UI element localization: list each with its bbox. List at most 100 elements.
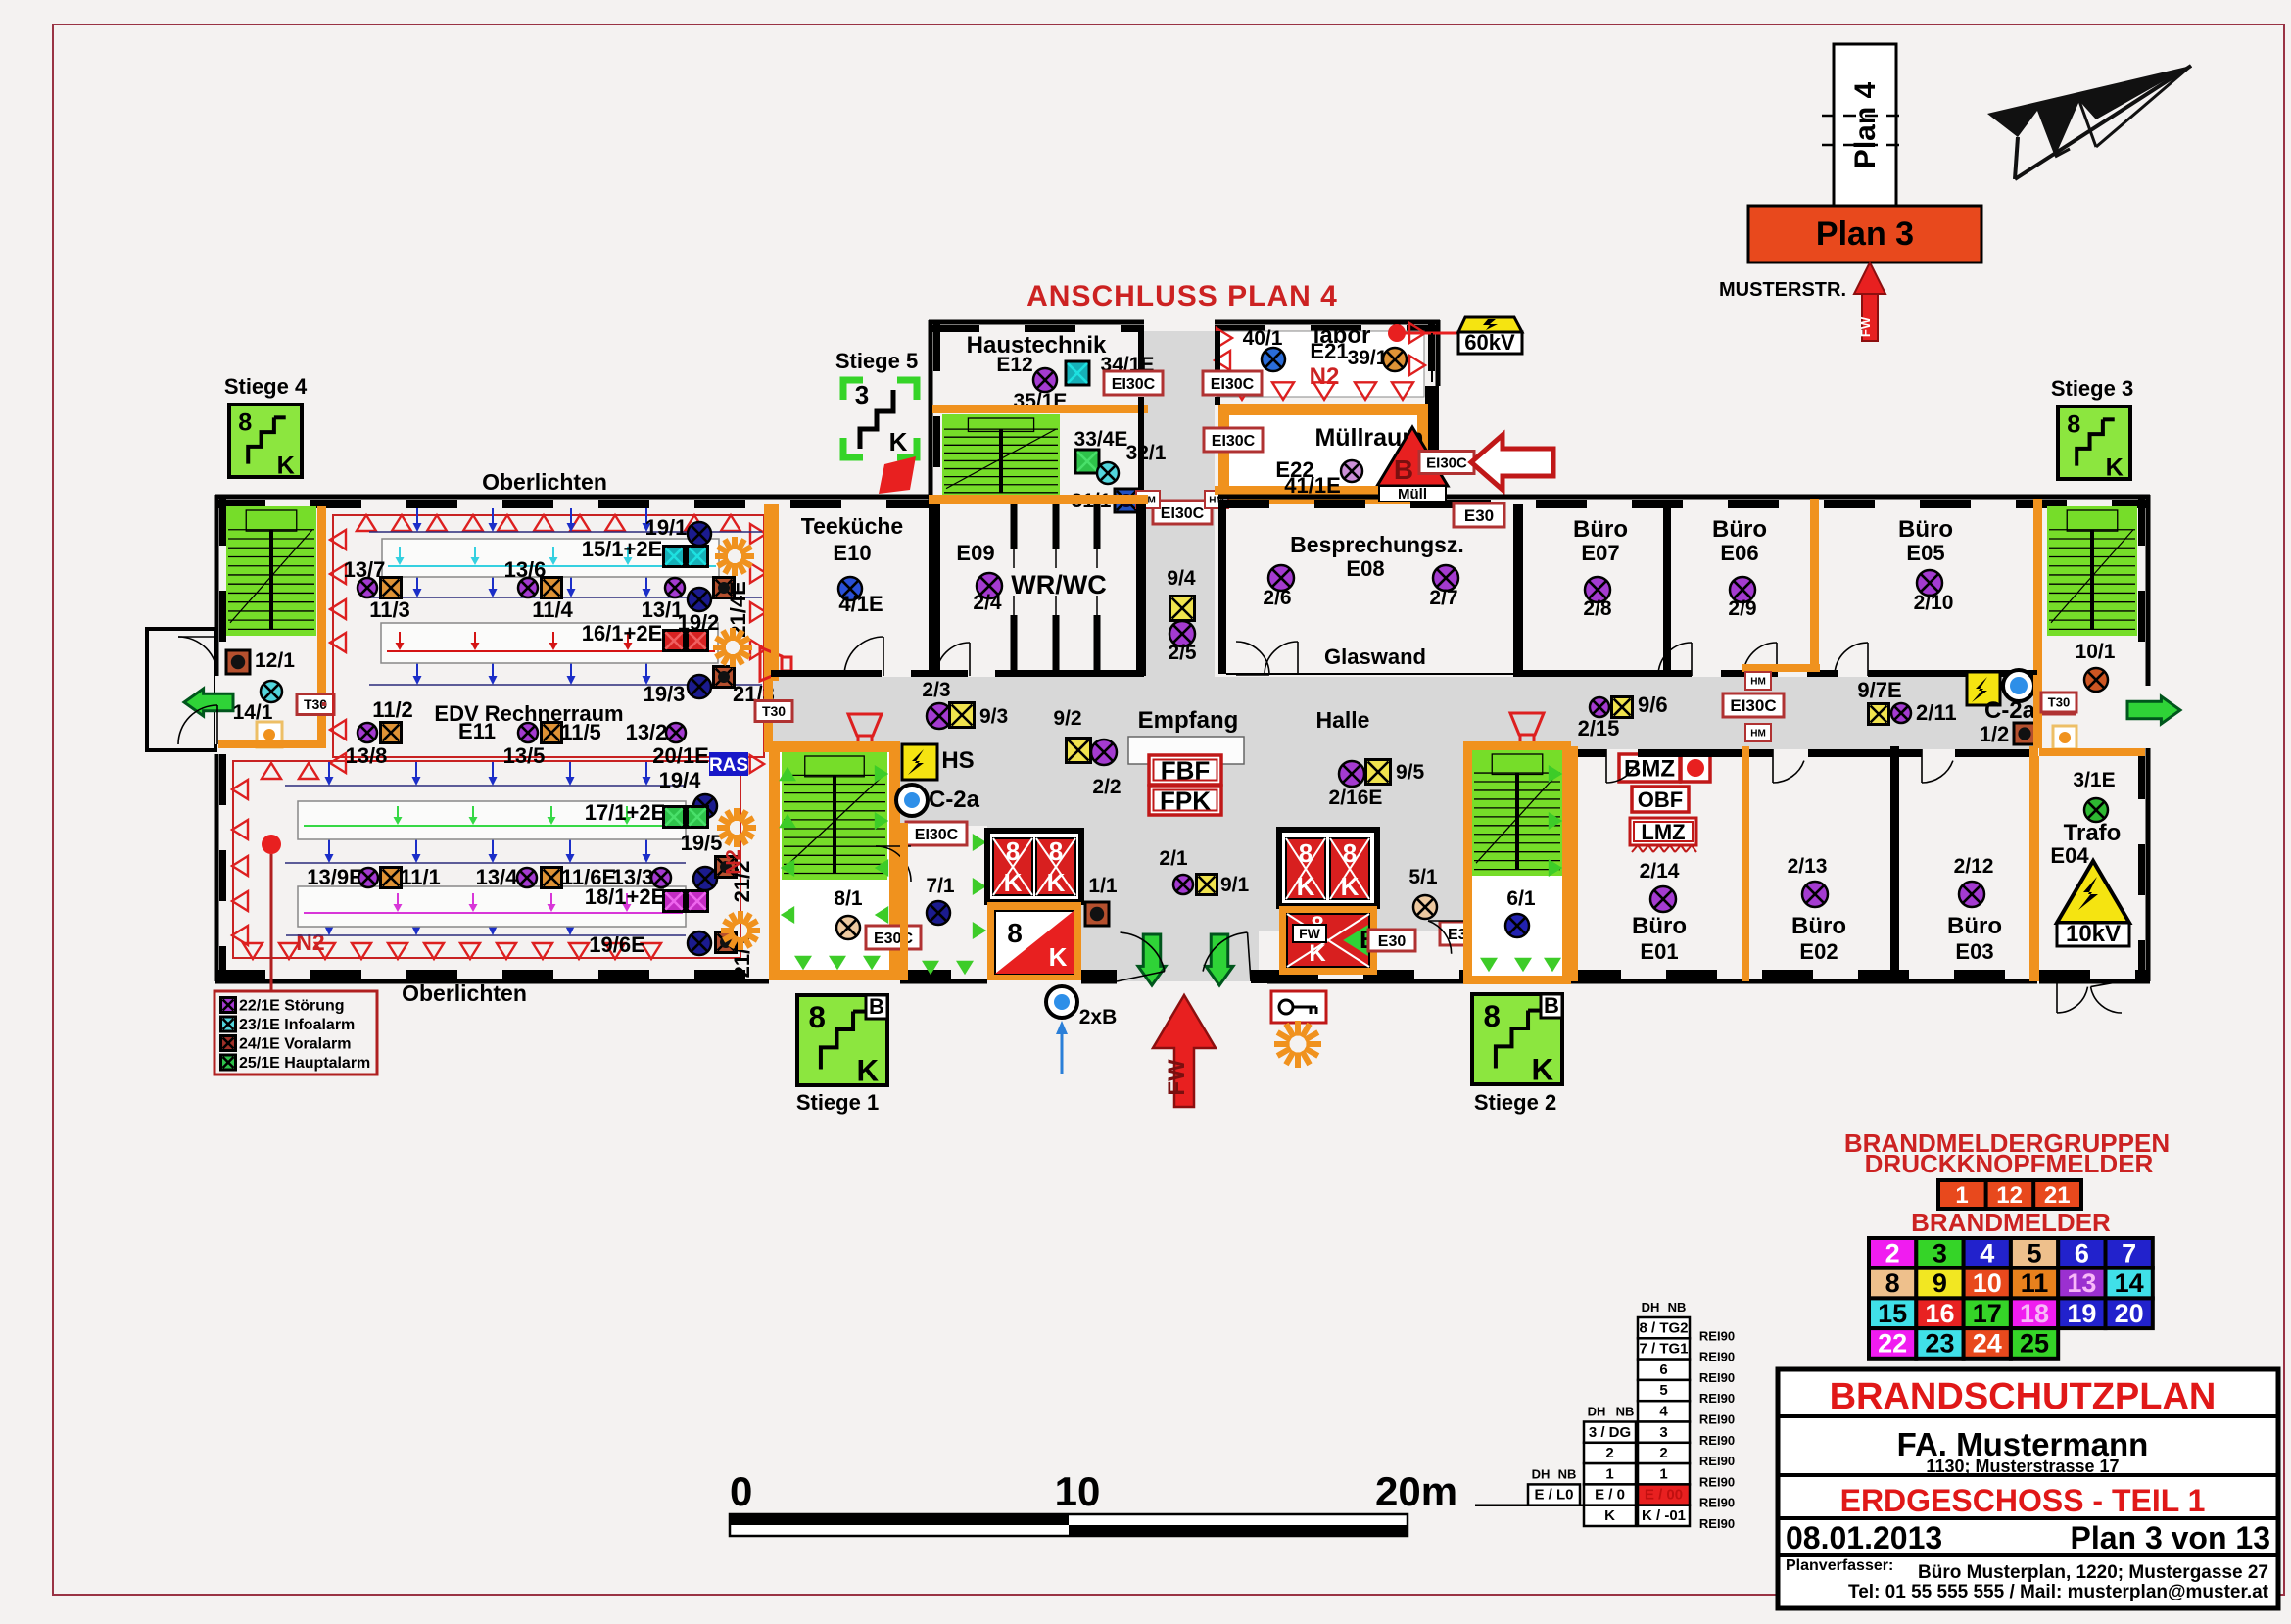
svg-text:3: 3 (1659, 1424, 1667, 1441)
svg-text:REI90: REI90 (1699, 1433, 1735, 1448)
svg-text:EI30C: EI30C (1426, 454, 1467, 471)
svg-text:DH: DH (1642, 1300, 1660, 1314)
svg-text:8: 8 (1343, 838, 1357, 868)
svg-text:E08: E08 (1346, 556, 1384, 581)
svg-text:K: K (277, 452, 295, 479)
svg-text:8: 8 (1484, 999, 1501, 1033)
svg-text:20m: 20m (1375, 1468, 1457, 1514)
svg-text:23: 23 (1925, 1328, 1954, 1358)
svg-text:N2: N2 (296, 930, 324, 955)
svg-text:B: B (1394, 454, 1413, 485)
svg-text:E09: E09 (956, 541, 994, 565)
svg-text:5: 5 (1659, 1382, 1667, 1399)
svg-text:11: 11 (2021, 1268, 2049, 1298)
svg-text:4: 4 (1980, 1238, 1994, 1267)
svg-text:HM: HM (1750, 677, 1766, 688)
svg-text:2/16E: 2/16E (1329, 787, 1383, 809)
svg-text:NB: NB (1668, 1300, 1687, 1314)
svg-text:2: 2 (1885, 1238, 1900, 1267)
svg-text:8: 8 (1885, 1268, 1900, 1298)
svg-text:33/4E: 33/4E (1074, 428, 1128, 451)
svg-text:REI90: REI90 (1699, 1474, 1735, 1489)
svg-text:8: 8 (1299, 838, 1313, 868)
svg-text:Plan 3 von 13: Plan 3 von 13 (2070, 1520, 2270, 1555)
svg-text:labor: labor (1313, 322, 1371, 349)
svg-text:2/15: 2/15 (1578, 716, 1620, 740)
svg-text:13/5: 13/5 (503, 743, 546, 768)
svg-text:Besprechungsz.: Besprechungsz. (1290, 532, 1464, 557)
svg-text:Tel: 01 55 555 555 / Mail: mus: Tel: 01 55 555 555 / Mail: musterplan@mu… (1848, 1582, 2269, 1602)
svg-text:Plan 3: Plan 3 (1816, 215, 1914, 253)
svg-text:NB: NB (1558, 1466, 1577, 1481)
svg-text:11/5: 11/5 (560, 720, 601, 744)
svg-text:E01: E01 (1640, 939, 1678, 964)
svg-text:7 / TG1: 7 / TG1 (1639, 1341, 1688, 1358)
svg-text:2xB: 2xB (1079, 1006, 1118, 1028)
svg-text:3 / DG: 3 / DG (1589, 1424, 1631, 1441)
svg-text:E21: E21 (1310, 339, 1348, 363)
svg-text:FW: FW (1858, 316, 1873, 337)
svg-text:N2: N2 (723, 849, 744, 875)
svg-text:Büro: Büro (1947, 913, 2002, 939)
svg-text:FPK: FPK (1160, 786, 1211, 815)
svg-text:15: 15 (1878, 1299, 1907, 1328)
svg-text:8: 8 (1006, 836, 1020, 866)
svg-text:DRUCKKNOPFMELDER: DRUCKKNOPFMELDER (1865, 1149, 2154, 1178)
svg-text:9/3: 9/3 (979, 705, 1008, 728)
svg-text:2/6: 2/6 (1263, 587, 1291, 609)
svg-text:17/1+2E: 17/1+2E (585, 800, 666, 825)
svg-text:FBF: FBF (1161, 755, 1211, 785)
svg-text:K: K (1047, 868, 1066, 897)
svg-text:E07: E07 (1581, 541, 1619, 565)
svg-text:2/7: 2/7 (1429, 587, 1457, 609)
svg-text:Halle: Halle (1316, 707, 1370, 733)
svg-text:11/4: 11/4 (532, 597, 573, 622)
svg-text:22: 22 (1878, 1328, 1907, 1358)
svg-text:6: 6 (2075, 1238, 2089, 1267)
svg-text:32/1: 32/1 (1126, 442, 1167, 464)
svg-text:11/2: 11/2 (372, 697, 413, 722)
svg-text:E / 0: E / 0 (1595, 1487, 1625, 1504)
svg-text:K: K (1531, 1052, 1553, 1086)
svg-text:B: B (1544, 993, 1559, 1018)
svg-text:MUSTERSTR.: MUSTERSTR. (1719, 279, 1846, 301)
svg-text:REI90: REI90 (1699, 1412, 1735, 1427)
svg-text:Teeküche: Teeküche (801, 513, 903, 539)
svg-text:E22: E22 (1275, 457, 1313, 482)
svg-text:Büro: Büro (1898, 516, 1953, 543)
svg-text:8: 8 (1007, 918, 1023, 948)
svg-text:3: 3 (855, 380, 869, 409)
svg-text:Stiege 5: Stiege 5 (835, 349, 918, 373)
svg-text:41/1E: 41/1E (1284, 473, 1341, 498)
svg-text:16: 16 (1925, 1299, 1954, 1328)
svg-text:HS: HS (941, 747, 974, 774)
svg-text:Plan 4: Plan 4 (1849, 81, 1882, 168)
svg-text:Glaswand: Glaswand (1324, 645, 1426, 669)
svg-text:13/8: 13/8 (346, 743, 388, 768)
svg-text:FW: FW (1164, 1059, 1190, 1096)
svg-text:DH: DH (1532, 1466, 1551, 1481)
svg-text:14: 14 (2115, 1268, 2144, 1298)
svg-text:REI90: REI90 (1699, 1350, 1735, 1364)
svg-text:2/9: 2/9 (1728, 597, 1756, 620)
svg-text:N2: N2 (1310, 363, 1340, 390)
svg-text:Büro: Büro (1632, 913, 1687, 939)
svg-text:T30: T30 (2048, 695, 2070, 710)
svg-text:4: 4 (1659, 1404, 1668, 1420)
svg-text:1: 1 (1605, 1465, 1613, 1482)
svg-text:Büro: Büro (1712, 516, 1767, 543)
svg-text:WR/WC: WR/WC (1011, 570, 1106, 599)
svg-text:14/1: 14/1 (233, 701, 273, 724)
svg-text:20: 20 (2115, 1299, 2144, 1328)
svg-text:K: K (889, 427, 908, 456)
svg-text:EI30C: EI30C (1161, 505, 1205, 522)
svg-text:3/1E: 3/1E (2073, 769, 2115, 791)
svg-text:19/5: 19/5 (681, 831, 723, 855)
svg-text:HM: HM (1209, 496, 1224, 506)
svg-text:21/4E: 21/4E (726, 581, 750, 638)
svg-text:9/2: 9/2 (1053, 707, 1081, 730)
svg-text:Empfang: Empfang (1138, 707, 1239, 734)
svg-text:13/2: 13/2 (626, 720, 668, 744)
svg-text:9/1: 9/1 (1220, 874, 1250, 896)
svg-text:21/2: 21/2 (730, 861, 754, 903)
